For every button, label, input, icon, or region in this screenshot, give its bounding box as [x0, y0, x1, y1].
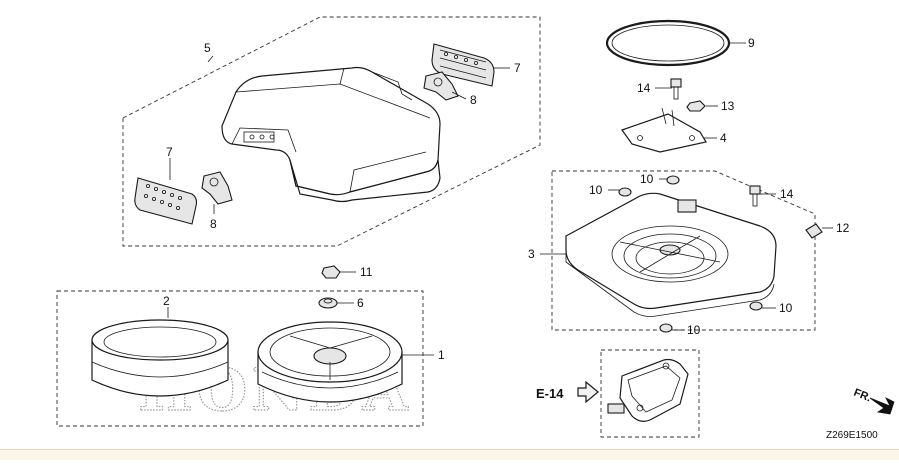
footer-bar — [0, 449, 899, 460]
nut-11[interactable] — [321, 265, 341, 279]
leader-lines — [167, 42, 833, 356]
callout-5[interactable]: 5 — [204, 41, 211, 55]
breather-housing[interactable] — [607, 358, 689, 422]
front-direction-label: FR. — [852, 387, 873, 405]
nut-10-c[interactable] — [749, 301, 763, 311]
callout-7-lower[interactable]: 7 — [166, 145, 173, 159]
callouts: 5 7 8 7 8 9 14 13 4 10 10 14 12 3 10 10 … — [163, 36, 850, 362]
front-direction-indicator: FR. — [852, 387, 895, 415]
callout-8-upper[interactable]: 8 — [470, 93, 477, 107]
front-direction-arrow — [869, 397, 895, 415]
callout-7-upper[interactable]: 7 — [514, 61, 521, 75]
engine-cover[interactable] — [221, 66, 441, 203]
callout-10-a[interactable]: 10 — [589, 183, 603, 197]
callout-8-lower[interactable]: 8 — [210, 217, 217, 231]
callout-3[interactable]: 3 — [528, 247, 535, 261]
callout-10-d[interactable]: 10 — [687, 323, 701, 337]
cover-clip-upper[interactable] — [423, 71, 459, 101]
air-cleaner-group — [56, 290, 424, 427]
grommet[interactable] — [318, 297, 338, 309]
callout-1[interactable]: 1 — [438, 348, 445, 362]
callout-6[interactable]: 6 — [357, 296, 364, 310]
filter-element-ring[interactable] — [91, 319, 229, 397]
e14-arrow — [577, 380, 599, 404]
callout-12[interactable]: 12 — [836, 221, 850, 235]
callout-14-right[interactable]: 14 — [780, 187, 794, 201]
air-cleaner-case[interactable] — [257, 321, 403, 403]
air-cleaner-boundary — [56, 290, 424, 427]
fan-cover-boundary — [551, 170, 816, 331]
e14-reference-label[interactable]: E-14 — [536, 386, 564, 401]
bolt-14-right[interactable] — [749, 185, 761, 207]
fan-cover-group — [551, 170, 816, 331]
callout-11[interactable]: 11 — [360, 265, 373, 279]
cover-clip-lower[interactable] — [201, 171, 233, 205]
cover-grille-upper[interactable] — [431, 43, 495, 87]
callout-4[interactable]: 4 — [720, 131, 727, 145]
callout-9[interactable]: 9 — [748, 36, 755, 50]
callout-10-c[interactable]: 10 — [779, 301, 793, 315]
plug-12[interactable] — [805, 223, 823, 239]
bracket-4[interactable] — [621, 107, 707, 153]
bolt-14-upper[interactable] — [670, 78, 682, 100]
callout-2[interactable]: 2 — [163, 294, 170, 308]
cover-assembly-boundary — [122, 16, 541, 247]
drawing-code: Z269E1500 — [826, 430, 878, 441]
cover-assembly-group — [122, 16, 541, 247]
gasket-ring[interactable] — [605, 19, 731, 67]
nut-10-a[interactable] — [618, 187, 632, 197]
nut-13[interactable] — [686, 100, 706, 112]
callout-13[interactable]: 13 — [721, 99, 735, 113]
cover-grille-lower[interactable] — [134, 177, 198, 225]
nut-10-d[interactable] — [659, 323, 673, 333]
callout-10-b[interactable]: 10 — [640, 172, 654, 186]
e14-reference-group — [600, 349, 700, 438]
nut-10-b[interactable] — [666, 175, 680, 185]
e14-reference-boundary — [600, 349, 700, 438]
callout-14-upper[interactable]: 14 — [637, 81, 651, 95]
fan-cover[interactable] — [565, 192, 777, 317]
